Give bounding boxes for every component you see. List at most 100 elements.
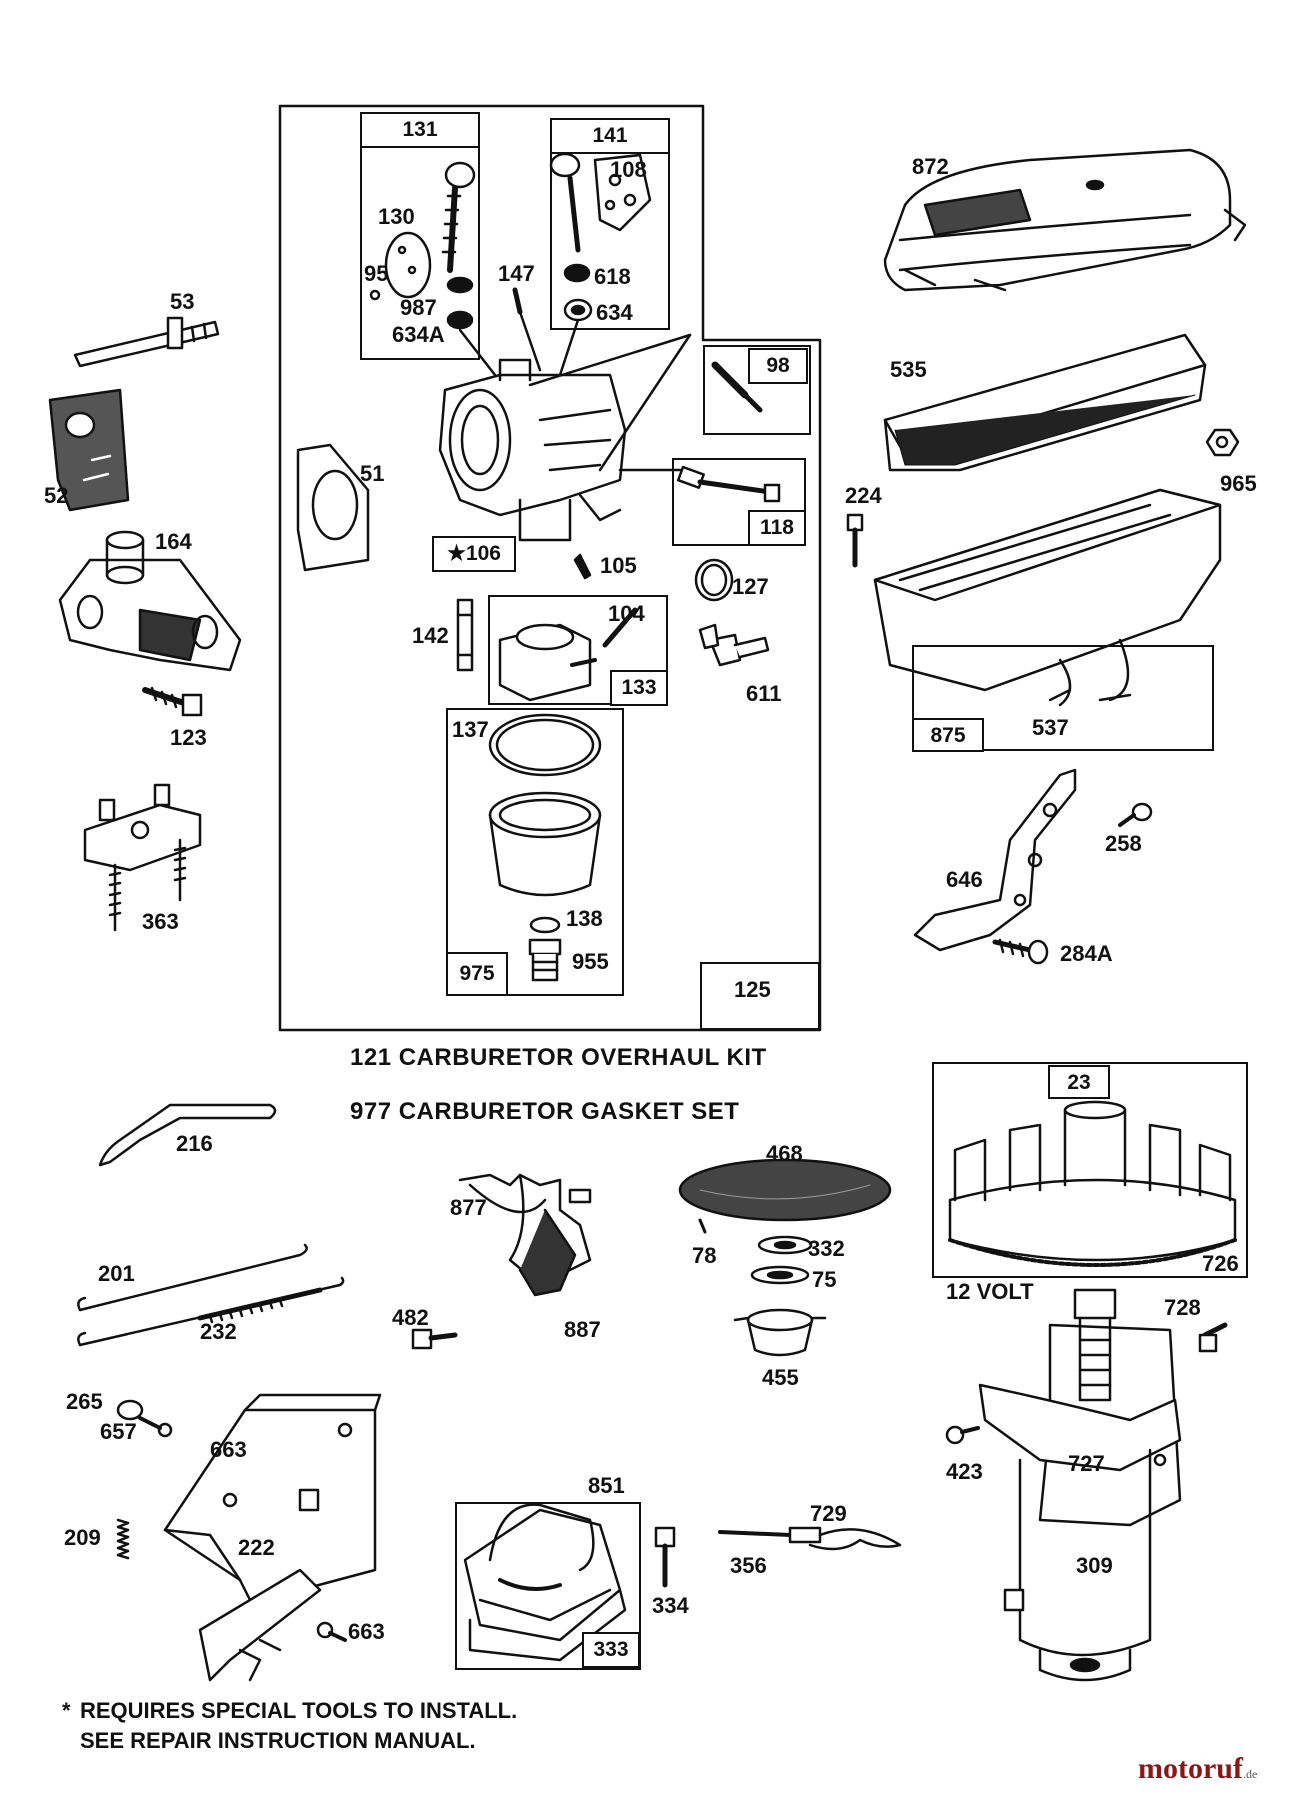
rods-201-232-drawing	[77, 1243, 345, 1347]
label-108: 108	[610, 157, 647, 182]
box-118-group	[672, 458, 806, 546]
washers-332-75-drawing	[750, 1235, 813, 1285]
box-flywheel-group	[932, 1062, 1248, 1278]
screw-123-drawing	[142, 686, 203, 717]
label-216: 216	[176, 1131, 213, 1156]
carburetor-body-drawing	[438, 333, 692, 542]
label-646: 646	[946, 867, 983, 892]
box-333-group	[455, 1502, 641, 1670]
label-877: 877	[450, 1195, 487, 1220]
label-309: 309	[1076, 1553, 1113, 1578]
label-657: 657	[100, 1419, 137, 1444]
cup-455-drawing	[733, 1308, 827, 1357]
label-611: 611	[746, 681, 782, 706]
label-356: 356	[730, 1553, 767, 1578]
label-634: 634	[596, 300, 633, 325]
box-23-label: 23	[1048, 1065, 1110, 1099]
armature-333-drawing	[463, 1503, 627, 1662]
choke-shaft-131-drawing	[369, 161, 497, 377]
box-141-label: 141	[550, 118, 670, 154]
brand-suffix: .de	[1242, 1767, 1258, 1781]
label-105: 105	[600, 553, 637, 578]
label-727: 727	[1068, 1451, 1105, 1476]
label-455: 455	[762, 1365, 799, 1390]
needle-118-drawing	[676, 465, 781, 503]
wire-356-729-drawing	[718, 1526, 902, 1551]
label-423: 423	[946, 1459, 983, 1484]
base-875-drawing	[873, 488, 1222, 707]
screw-284a-drawing	[992, 938, 1049, 965]
screw-147-drawing	[512, 287, 542, 372]
box-98-label: 98	[748, 348, 808, 384]
label-222: 222	[238, 1535, 275, 1560]
footnote-mark: *	[62, 1698, 71, 1723]
bowl-137-drawing	[488, 713, 602, 897]
label-728: 728	[1164, 1295, 1201, 1320]
float-133-drawing	[498, 607, 638, 702]
box-333-label: 333	[582, 1632, 640, 1668]
carburetor-frame	[278, 104, 822, 1032]
fitting-611-drawing	[698, 623, 770, 667]
box-875-label: 875	[912, 718, 984, 752]
screw-265-657-drawing	[116, 1399, 173, 1438]
label-726: 726	[1202, 1251, 1239, 1276]
label-138: 138	[566, 906, 603, 931]
box-131-label: 131	[360, 112, 480, 148]
filter-535-drawing	[883, 333, 1207, 472]
box-133-group	[488, 595, 668, 705]
label-468: 468	[766, 1141, 803, 1166]
label-95: 95	[364, 261, 389, 286]
intake-164-drawing	[58, 530, 242, 672]
label-147: 147	[498, 261, 535, 286]
shaft-53-drawing	[73, 316, 220, 368]
label-123: 123	[170, 725, 207, 750]
label-887: 887	[564, 1317, 601, 1342]
label-224: 224	[845, 483, 882, 508]
pin-142-drawing	[456, 598, 474, 672]
ring-127-drawing	[694, 558, 734, 602]
label-965: 965	[1220, 471, 1257, 496]
gasket-51-drawing	[296, 443, 370, 572]
label-104: 104	[608, 601, 645, 626]
box-118-label: 118	[748, 510, 806, 546]
label-537: 537	[1032, 715, 1069, 740]
box-875-group	[912, 645, 1214, 751]
label-729: 729	[810, 1501, 847, 1526]
flywheel-23-drawing	[948, 1100, 1237, 1267]
label-142: 142	[412, 623, 449, 648]
label-955: 955	[572, 949, 609, 974]
label-52: 52	[44, 483, 69, 508]
box-975-label: 975	[446, 952, 508, 996]
control-bracket-222-drawing	[163, 1393, 382, 1682]
gasket-52-drawing	[48, 388, 130, 512]
label-535: 535	[890, 357, 927, 382]
label-851: 851	[588, 1473, 625, 1498]
kit-121-label: 121 CARBURETOR OVERHAUL KIT	[350, 1044, 767, 1071]
label-363: 363	[142, 909, 179, 934]
cover-872-drawing	[883, 148, 1247, 292]
bracket-363-drawing	[83, 783, 202, 932]
ignition-887-drawing	[458, 1173, 592, 1297]
label-53: 53	[170, 289, 195, 314]
volt-label: 12 VOLT	[946, 1279, 1034, 1304]
label-201: 201	[98, 1261, 135, 1286]
washer-78-drawing	[698, 1218, 707, 1234]
label-164: 164	[155, 529, 192, 554]
throttle-shaft-141-drawing	[549, 152, 652, 377]
label-618: 618	[594, 264, 631, 289]
label-51: 51	[360, 461, 385, 486]
seat-105-drawing	[573, 553, 592, 580]
label-232: 232	[200, 1319, 237, 1344]
box-125-group	[700, 962, 820, 1030]
label-75: 75	[812, 1267, 837, 1292]
label-663-bottom: 663	[348, 1619, 385, 1644]
label-284a: 284A	[1060, 941, 1113, 966]
link-216-drawing	[98, 1103, 277, 1167]
box-98-group	[703, 345, 811, 435]
kit-977-label: 977 CARBURETOR GASKET SET	[350, 1098, 740, 1125]
box-137-group	[446, 708, 624, 996]
brand-watermark: motoruf.de	[1138, 1752, 1257, 1786]
label-634a: 634A	[392, 322, 445, 347]
